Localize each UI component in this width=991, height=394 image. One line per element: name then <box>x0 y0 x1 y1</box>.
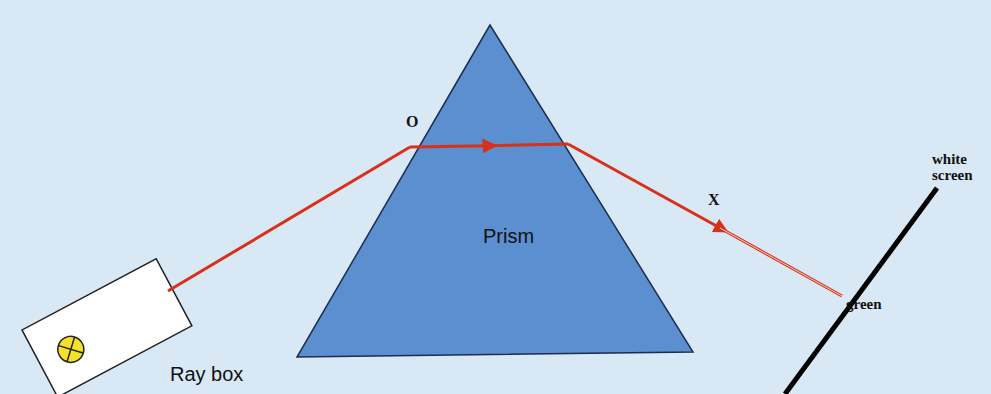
colour-label: green <box>846 297 882 313</box>
node-label: Ray box <box>170 363 243 386</box>
prism-outline <box>297 25 693 357</box>
point-label: O <box>406 114 418 131</box>
white-screen <box>785 188 937 394</box>
refracted-ray <box>488 144 568 146</box>
node-label: Prism <box>483 225 534 248</box>
screen-label: white screen <box>932 152 988 184</box>
emergent-ray <box>568 144 722 229</box>
prism-shape: Prism <box>297 25 693 357</box>
ray-box: Ray box <box>15 252 270 392</box>
incident-ray <box>168 147 410 291</box>
refracted-ray <box>410 146 490 147</box>
emergent-ray <box>720 228 842 296</box>
emergent-ray <box>720 228 842 296</box>
point-label: X <box>708 192 720 209</box>
